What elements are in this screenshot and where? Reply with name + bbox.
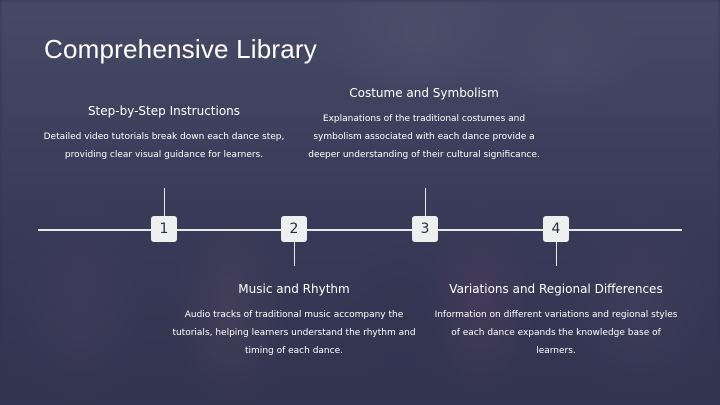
step-4-description: Information on different variations and … xyxy=(434,310,678,356)
step-3-marker: 3 xyxy=(412,216,438,242)
step-3-description: Explanations of the traditional costumes… xyxy=(308,114,540,160)
step-1-description: Detailed video tutorials break down each… xyxy=(43,132,285,160)
timeline-line xyxy=(38,229,682,231)
step-2-title: Music and Rhythm xyxy=(238,282,350,296)
step-2-description: Audio tracks of traditional music accomp… xyxy=(172,310,416,356)
step-3-connector xyxy=(425,188,426,218)
step-3-title: Costume and Symbolism xyxy=(349,86,499,100)
slide-title: Comprehensive Library xyxy=(44,34,317,64)
step-4-title: Variations and Regional Differences xyxy=(449,282,663,296)
step-4-marker: 4 xyxy=(543,216,569,242)
step-4-connector xyxy=(556,242,557,266)
step-2-connector xyxy=(294,242,295,266)
step-1-connector xyxy=(164,188,165,218)
step-2-marker: 2 xyxy=(281,216,307,242)
step-1-marker: 1 xyxy=(151,216,177,242)
step-1-title: Step-by-Step Instructions xyxy=(87,104,241,118)
